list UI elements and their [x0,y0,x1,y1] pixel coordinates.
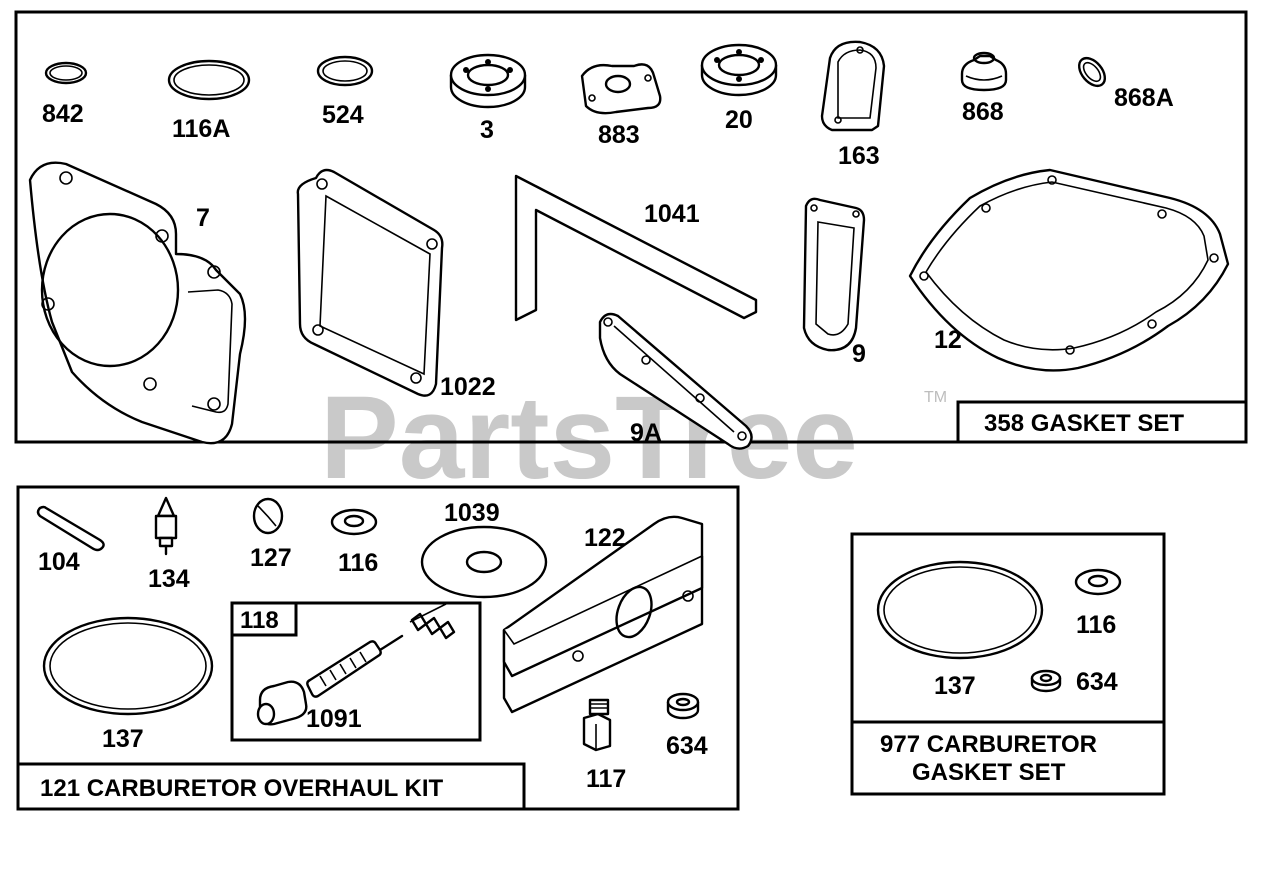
part-label-634b: 634 [1076,668,1118,696]
part-117-fitting[interactable] [582,698,612,752]
part-label-842: 842 [42,100,84,128]
part-label-163: 163 [838,142,880,170]
carb-gasket-frame [850,532,1166,796]
part-868-valve-seal[interactable] [960,51,1008,92]
part-label-127: 127 [250,544,292,572]
part-label-1041: 1041 [644,200,700,228]
sub-kit-118-frame [230,601,482,742]
part-104-pin[interactable] [36,505,105,552]
part-634b-washer[interactable] [1030,669,1062,693]
part-label-9a: 9A [630,419,662,447]
part-label-1091: 1091 [306,705,362,733]
gasket-set-label-frame [956,400,1246,442]
part-634-washer[interactable] [666,692,700,720]
part-label-137b: 137 [934,672,976,700]
part-1039-diaphragm[interactable] [420,525,548,599]
part-label-524: 524 [322,101,364,129]
part-label-116b: 116 [1076,611,1116,639]
carb-overhaul-frame [16,485,740,811]
part-12-crankcase-gasket[interactable] [908,168,1230,372]
sub-kit-118-label: 118 [240,607,279,634]
part-842-o-ring[interactable] [44,61,88,85]
part-883-gasket[interactable] [580,63,662,115]
part-label-134: 134 [148,565,190,593]
carb-gasket-label-line2: GASKET SET [912,759,1066,786]
part-137b-o-ring[interactable] [876,560,1044,660]
part-116b-washer[interactable] [1074,568,1122,596]
part-1041-bar[interactable] [514,174,758,322]
part-9a-gasket[interactable] [598,312,753,450]
part-127-welch-plug[interactable] [252,497,284,535]
part-label-20: 20 [725,106,753,134]
part-1091-needle-screw[interactable] [306,634,404,698]
carb-gasket-label-line1: 977 CARBURETOR [880,731,1097,758]
watermark-tm: TM [924,389,947,406]
sub-kit-118-label-frame [232,603,298,637]
gasket-set-label: 358 GASKET SET [984,410,1184,437]
part-1091-spring[interactable] [409,603,456,640]
part-1022-gasket[interactable] [296,168,444,397]
part-label-1039: 1039 [444,499,500,527]
part-label-634: 634 [666,732,708,760]
part-label-122: 122 [584,524,626,552]
part-label-1022: 1022 [440,373,496,401]
gasket-set-frame [14,10,1248,444]
part-122-spacer[interactable] [502,515,704,714]
part-1091-seat[interactable] [256,680,308,726]
part-label-7: 7 [196,204,210,232]
part-label-116: 116 [338,549,378,577]
part-label-137: 137 [102,725,144,753]
part-163-gasket[interactable] [820,40,886,132]
part-label-117: 117 [586,765,626,793]
carb-overhaul-label-frame [18,762,526,809]
part-9-gasket[interactable] [802,197,866,352]
part-label-104: 104 [38,548,80,576]
part-134-inlet-needle[interactable] [154,496,178,556]
part-3-oil-seal[interactable] [449,53,527,109]
part-label-12: 12 [934,326,962,354]
part-116-washer[interactable] [330,508,378,536]
part-label-868a: 868A [1114,84,1174,112]
watermark-text: PartsTree [320,372,858,504]
part-116a-o-ring[interactable] [167,59,251,101]
part-label-116a: 116A [172,115,230,143]
part-20-oil-seal[interactable] [700,43,778,97]
part-7-head-gasket[interactable] [28,161,247,445]
part-137-o-ring[interactable] [42,616,214,716]
carb-overhaul-label: 121 CARBURETOR OVERHAUL KIT [40,775,444,802]
part-label-3: 3 [480,116,494,144]
part-label-868: 868 [962,98,1004,126]
part-label-883: 883 [598,121,640,149]
part-524-o-ring[interactable] [316,55,374,87]
part-868a-washer[interactable] [1074,53,1110,90]
part-label-9: 9 [852,340,866,368]
